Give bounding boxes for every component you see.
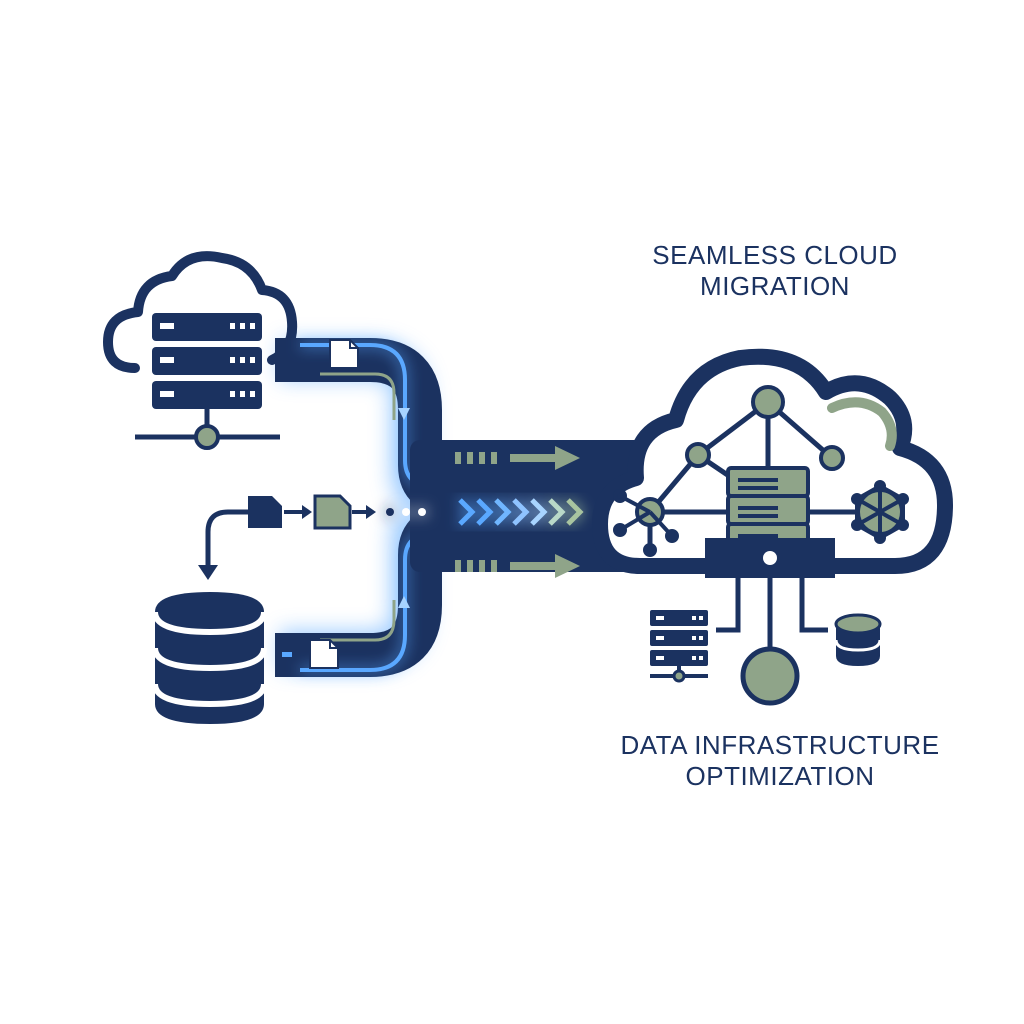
cloud-base [705,538,835,578]
caption-bottom-line2: OPTIMIZATION [685,761,875,792]
source-cloud-icon [103,251,298,373]
file-transfer-group [198,494,376,580]
storage-database-icon [834,613,882,666]
file-icon [313,494,352,530]
file-icon [329,339,359,369]
spoke-node-icon [613,489,679,557]
caption-top-line1: SEAMLESS CLOUD [652,240,898,270]
hub-node-icon [851,480,909,544]
arrow-icon [455,554,580,578]
network-node-icon [135,409,280,450]
chevron-arrows [386,498,584,526]
arrow-icon [455,446,580,470]
caption-bottom-line1: DATA INFRASTRUCTURE [620,730,940,760]
file-icon [309,639,339,669]
file-icon [248,496,282,528]
storage-server-icon [650,610,708,683]
hub-node-icon [740,646,800,706]
server-rack-icon [152,313,262,409]
database-icon [152,592,267,724]
caption-seamless-cloud-migration: SEAMLESS CLOUD MIGRATION [600,240,950,302]
caption-top-line2: MIGRATION [700,271,850,302]
caption-data-infrastructure-optimization: DATA INFRASTRUCTURE OPTIMIZATION [570,730,990,792]
bottom-connections [716,578,828,650]
